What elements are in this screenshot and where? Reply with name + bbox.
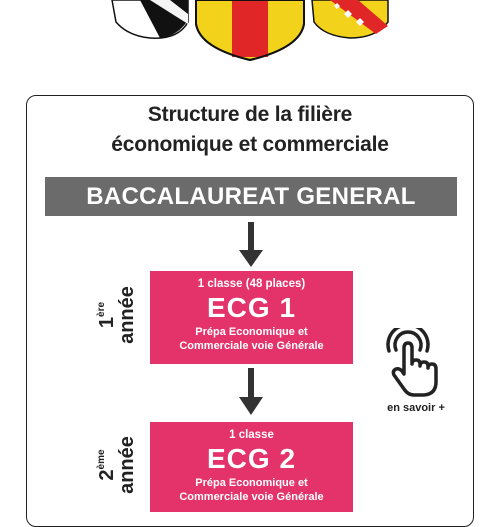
tap-hand-icon[interactable] xyxy=(382,328,442,398)
more-info-link[interactable]: en savoir + xyxy=(387,402,445,414)
year-2-suffix: ème xyxy=(96,449,107,470)
ecg2-classes: 1 classe xyxy=(229,429,274,441)
year-2-word: année xyxy=(116,436,138,494)
bac-banner: BACCALAUREAT GENERAL xyxy=(45,177,457,216)
left-crest-icon xyxy=(111,0,189,39)
coats-of-arms xyxy=(111,0,389,62)
ecg1-name: ECG 1 xyxy=(206,292,297,323)
year-label-2: 2ème année xyxy=(93,420,138,510)
year-2-number: 2 xyxy=(96,469,118,481)
ecg1-desc-line-1: Prépa Economique et xyxy=(195,326,308,338)
ecg2-name: ECG 2 xyxy=(206,443,297,474)
right-crest-icon xyxy=(311,0,389,39)
page-title: Structure de la filière économique et co… xyxy=(26,100,474,160)
year-label-1: 1ère année xyxy=(93,270,138,360)
ecg2-desc-line-1: Prépa Economique et xyxy=(195,477,308,489)
ecg1-desc-line-2: Commerciale voie Générale xyxy=(179,340,324,352)
year-1-word: année xyxy=(116,286,138,344)
ecg2-desc-line-2: Commerciale voie Générale xyxy=(179,491,324,503)
center-crest-icon xyxy=(195,0,305,62)
ecg1-classes: 1 classe (48 places) xyxy=(197,278,306,290)
down-arrow-icon xyxy=(239,222,263,267)
down-arrow-icon xyxy=(239,368,263,415)
year-1-number: 1 xyxy=(96,316,118,329)
title-line-2: économique et commerciale xyxy=(111,133,389,156)
year-1-suffix: ère xyxy=(96,301,107,317)
ecg2-box: 1 classe ECG 2 Prépa Economique et Comme… xyxy=(150,422,353,512)
title-line-1: Structure de la filière xyxy=(147,103,353,126)
ecg1-box: 1 classe (48 places) ECG 1 Prépa Economi… xyxy=(150,271,353,364)
